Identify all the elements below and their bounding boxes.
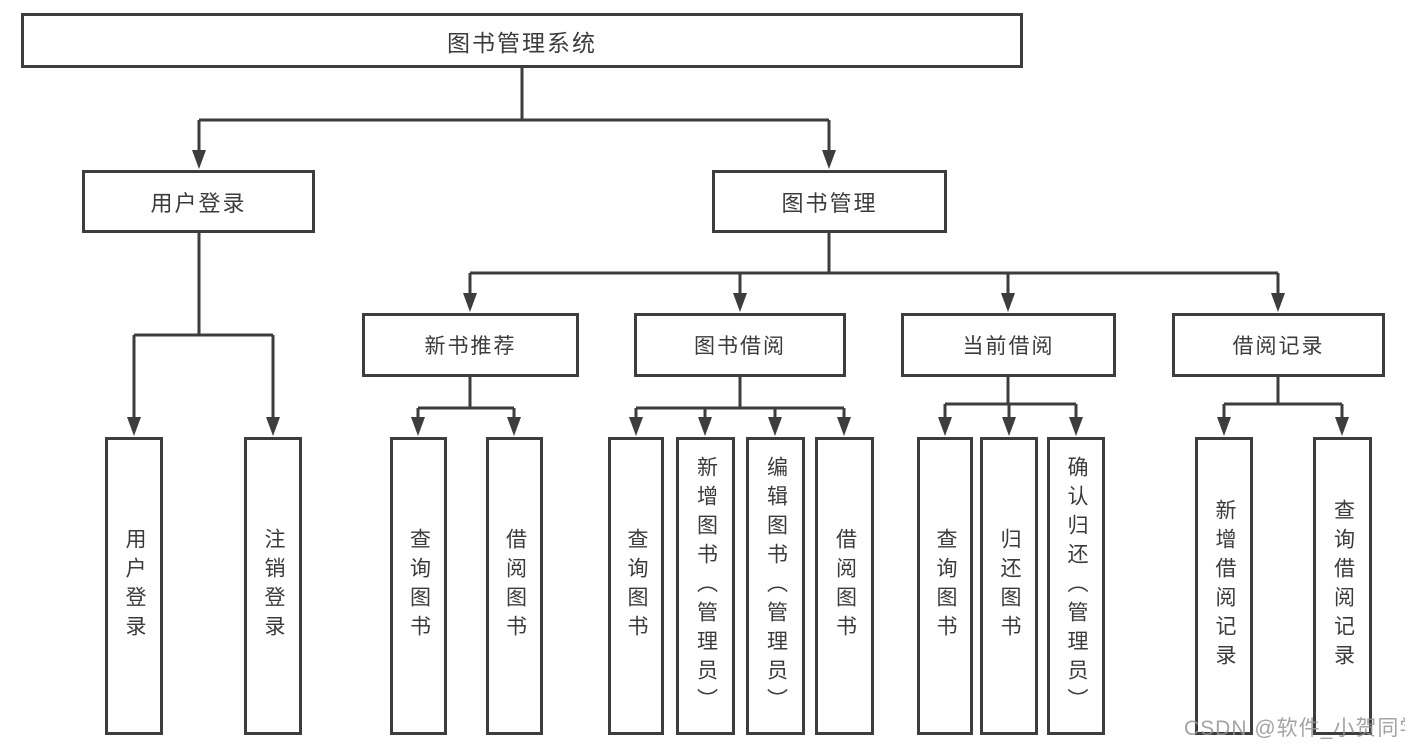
node-leaf-logout: 注销登录 — [244, 437, 302, 735]
csdn-watermark: CSDN @软件_小贺同学 — [1184, 717, 1405, 740]
node-leaf-bb-query-books: 查询图书 — [608, 437, 664, 735]
node-leaf-cb-confirm-return-admin: 确认归还（管理员） — [1047, 437, 1105, 735]
node-leaf-nbr-query-books: 查询图书 — [390, 437, 447, 735]
node-leaf-bb-add-books-admin: 新增图书（管理员） — [676, 437, 735, 735]
node-book-borrowing: 图书借阅 — [634, 313, 846, 377]
node-root-system-title: 图书管理系统 — [21, 13, 1023, 68]
node-leaf-br-query-record: 查询借阅记录 — [1313, 437, 1372, 735]
node-user-login: 用户登录 — [82, 170, 315, 233]
node-new-book-recommendation: 新书推荐 — [362, 313, 579, 377]
node-leaf-nbr-borrow-books: 借阅图书 — [486, 437, 543, 735]
node-leaf-user-login: 用户登录 — [105, 437, 163, 735]
node-leaf-bb-edit-books-admin: 编辑图书（管理员） — [746, 437, 805, 735]
node-current-borrowing: 当前借阅 — [901, 313, 1116, 377]
node-leaf-br-add-record: 新增借阅记录 — [1195, 437, 1253, 735]
node-leaf-cb-query-books: 查询图书 — [917, 437, 973, 735]
node-book-management: 图书管理 — [712, 170, 947, 233]
node-leaf-bb-borrow-books: 借阅图书 — [815, 437, 874, 735]
node-borrowing-records: 借阅记录 — [1172, 313, 1385, 377]
node-leaf-cb-return-books: 归还图书 — [980, 437, 1038, 735]
